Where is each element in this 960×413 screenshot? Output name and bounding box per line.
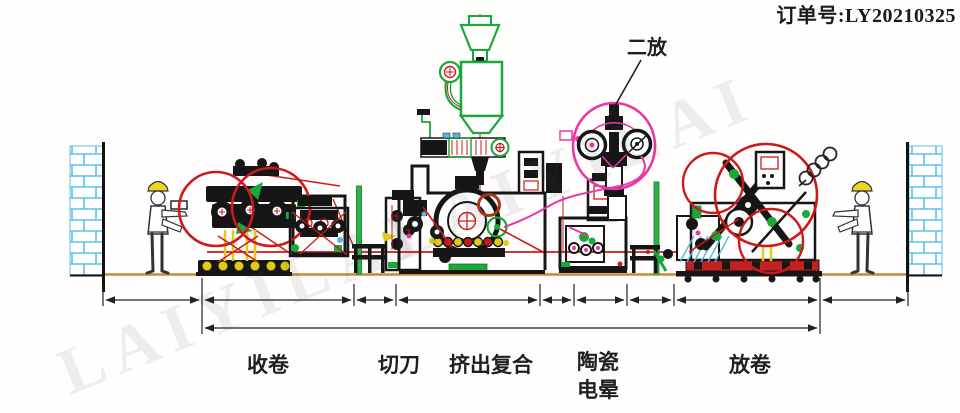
highlight-circle-rewind-1 bbox=[177, 170, 255, 248]
station-label-unwind: 放卷 bbox=[728, 353, 772, 377]
laminator-machine bbox=[397, 150, 547, 274]
magenta-web-path bbox=[503, 155, 646, 228]
green-post-right bbox=[653, 181, 660, 275]
highlight-circle-unwind-low bbox=[737, 207, 805, 275]
extruder-assembly bbox=[417, 14, 510, 231]
station-label-corona-line1: 陶瓷 bbox=[577, 350, 619, 374]
right-worker-figure bbox=[831, 180, 875, 275]
second-unwind-label: 二放 bbox=[627, 35, 668, 59]
left-wall bbox=[69, 142, 105, 292]
highlight-circle-second-unwind bbox=[571, 101, 657, 191]
mid-roller-assembly bbox=[288, 196, 350, 258]
station-label-extrusion: 挤出复合 bbox=[449, 353, 534, 377]
highlight-circle-unwind-big bbox=[713, 142, 819, 248]
station-label-corona-line2: 电晕 bbox=[577, 378, 619, 402]
second-unwind-leader-line bbox=[606, 59, 642, 121]
green-post-left bbox=[356, 185, 362, 275]
second-unwind-unit bbox=[503, 101, 657, 228]
magenta-fitting bbox=[559, 130, 573, 141]
rewinder-machine bbox=[177, 158, 347, 276]
dimension-lines bbox=[102, 278, 909, 334]
highlight-circle-unwind-left bbox=[681, 151, 745, 215]
floor-stand-right bbox=[630, 245, 673, 273]
order-number-label: 订单号:LY20210325 bbox=[776, 3, 956, 27]
station-label-rewind: 收卷 bbox=[247, 353, 290, 377]
unwinder-machine bbox=[676, 142, 838, 283]
spring-coil-icon bbox=[798, 146, 838, 187]
right-wall bbox=[906, 142, 943, 292]
station-label-cutter: 切刀 bbox=[378, 353, 420, 377]
support-tower bbox=[546, 163, 562, 193]
floor-stand-left bbox=[352, 244, 386, 273]
